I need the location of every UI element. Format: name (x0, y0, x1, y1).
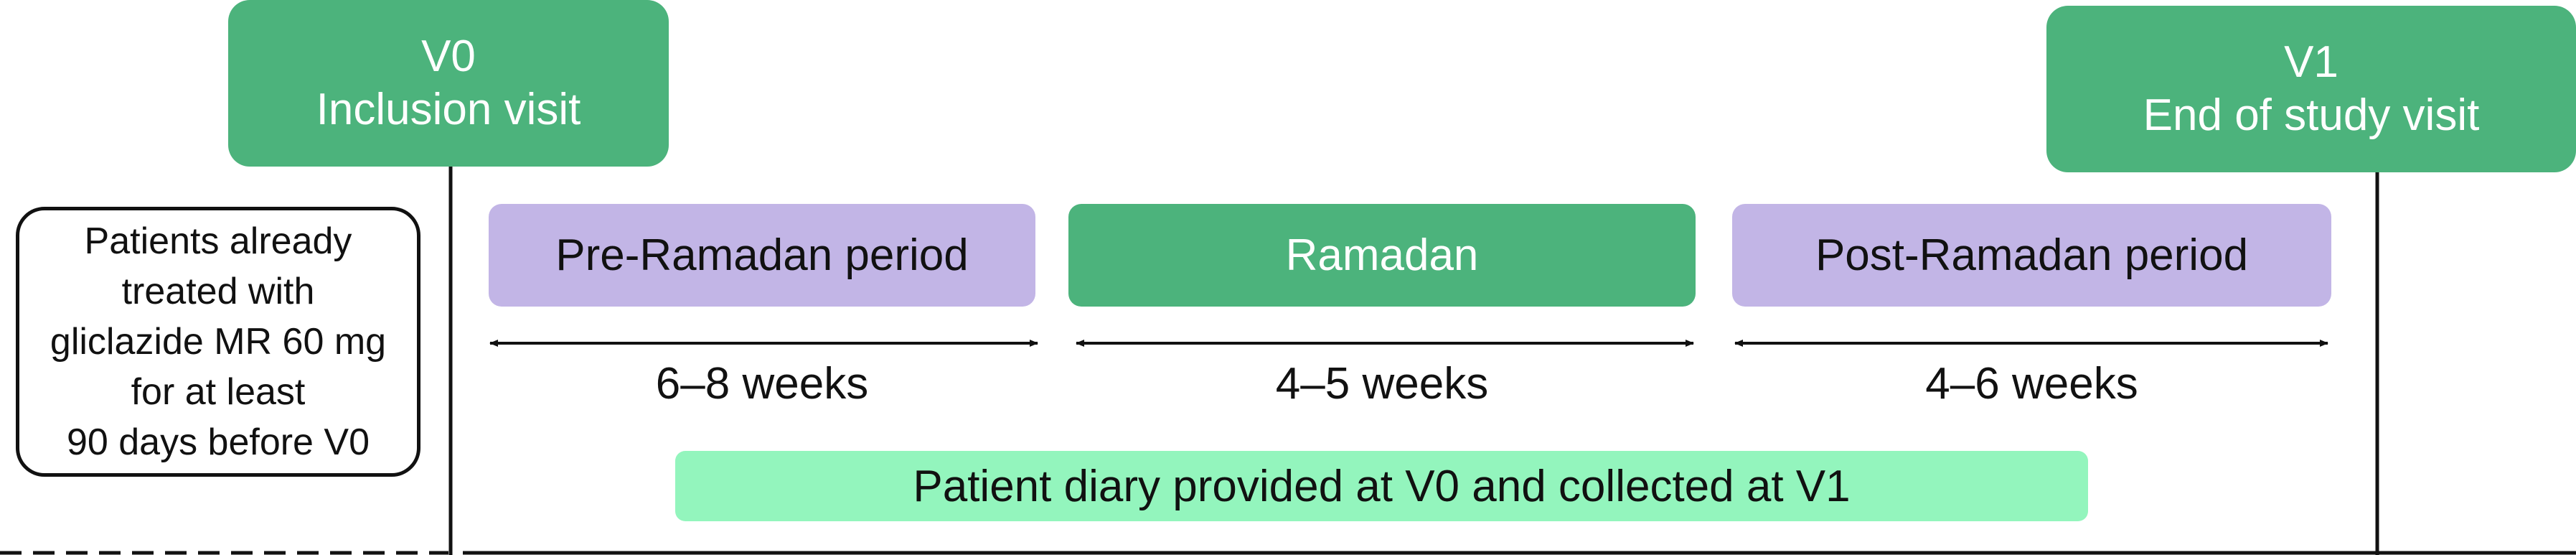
phase-post-ramadan-label: Post-Ramadan period (1815, 230, 2249, 280)
note-line-4: for at least (131, 371, 306, 413)
visit-v0-label: Inclusion visit (316, 85, 581, 134)
visit-v1-label: End of study visit (2143, 90, 2480, 140)
note-line-5: 90 days before V0 (66, 421, 370, 463)
note-line-2: treated with (121, 271, 315, 312)
patient-diary-label: Patient diary provided at V0 and collect… (913, 461, 1851, 511)
duration-post-ramadan: 4–6 weeks (1925, 359, 2138, 409)
visit-v0-box: V0 Inclusion visit (228, 0, 669, 167)
note-line-3: gliclazide MR 60 mg (50, 321, 387, 363)
visit-v1-code: V1 (2284, 37, 2338, 87)
duration-pre-ramadan: 6–8 weeks (655, 359, 869, 409)
phase-ramadan: Ramadan (1068, 204, 1696, 307)
phase-pre-ramadan-label: Pre-Ramadan period (555, 230, 969, 280)
duration-ramadan: 4–5 weeks (1275, 359, 1489, 409)
patient-diary-bar: Patient diary provided at V0 and collect… (675, 451, 2088, 521)
phase-ramadan-label: Ramadan (1285, 230, 1479, 280)
phase-pre-ramadan: Pre-Ramadan period (489, 204, 1035, 307)
eligibility-note-box: Patients already treated with gliclazide… (16, 207, 420, 477)
note-line-1: Patients already (84, 220, 352, 262)
visit-v0-code: V0 (421, 32, 476, 81)
phase-post-ramadan: Post-Ramadan period (1732, 204, 2331, 307)
visit-v1-box: V1 End of study visit (2046, 6, 2576, 172)
